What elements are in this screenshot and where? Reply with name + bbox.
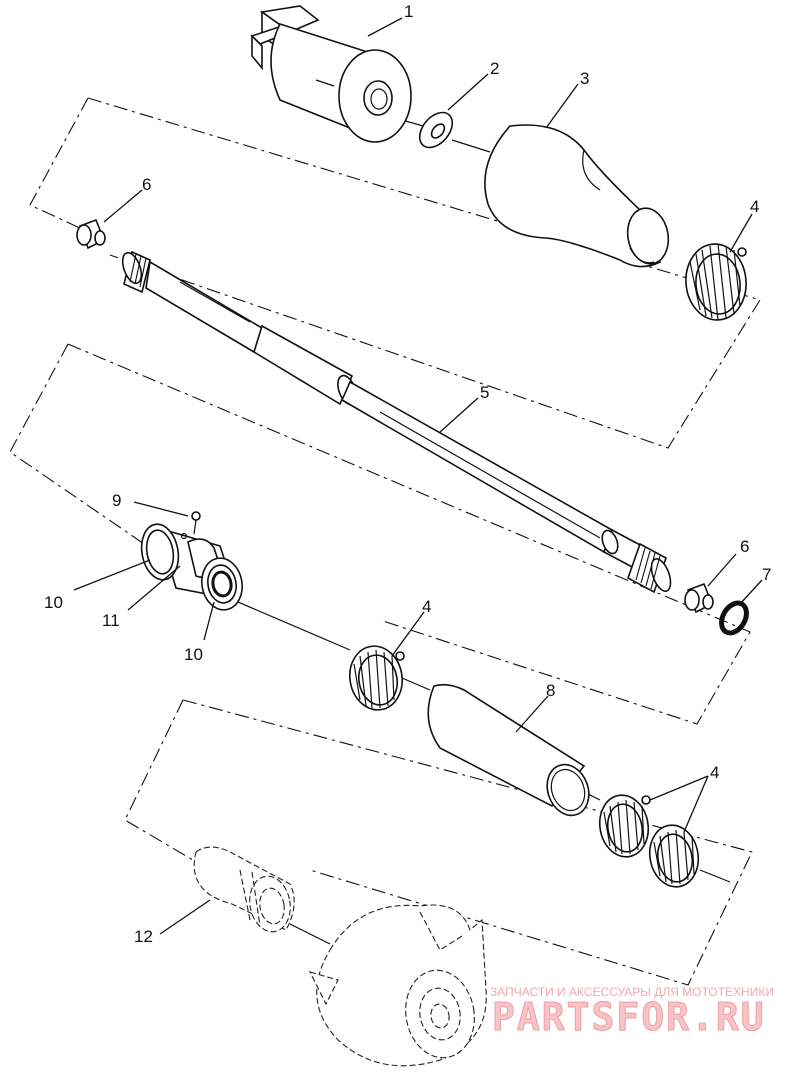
callout-8: 8 — [546, 681, 555, 700]
part-1-drive-coupler — [250, 5, 412, 143]
part-6-plug-upper — [76, 218, 106, 250]
callout-9: 9 — [112, 491, 121, 510]
callout-12: 12 — [134, 927, 153, 946]
callout-4-lower: 4 — [710, 763, 719, 782]
callout-labels: 1 2 3 4 6 5 6 7 9 10 11 10 4 8 4 12 — [44, 2, 771, 946]
callout-11: 11 — [102, 611, 120, 630]
part-4-hose-clamp-middle — [348, 645, 405, 711]
callout-6-upper: 6 — [142, 175, 151, 194]
callout-2: 2 — [490, 59, 499, 78]
callout-7: 7 — [762, 565, 771, 584]
part-10-bearing-right — [200, 557, 244, 611]
part-7-o-ring — [719, 600, 749, 636]
callout-10-right: 10 — [184, 645, 203, 664]
pump-housing-phantom — [289, 904, 487, 1067]
assembly-guide-lines — [9, 97, 761, 986]
callout-4-middle: 4 — [422, 597, 431, 616]
part-9-grease-fitting — [180, 511, 201, 540]
part-4-hose-clamp-lower-right — [648, 824, 700, 888]
part-3-boot — [484, 124, 670, 268]
watermark-logo: PARTSFOR.RU — [492, 995, 766, 1039]
part-2-washer — [418, 111, 454, 149]
part-8-tube-boot — [427, 683, 590, 817]
part-4-hose-clamp-lower-left — [598, 794, 651, 858]
leader-lines — [73, 17, 763, 935]
part-5-drive-shaft — [121, 250, 672, 594]
callout-5: 5 — [480, 383, 489, 402]
callout-3: 3 — [580, 69, 589, 88]
watermark-tagline: ЗАПЧАСТИ И АКСЕССУАРЫ ДЛЯ МОТОТЕХНИКИ — [490, 985, 774, 999]
callout-1: 1 — [404, 2, 413, 21]
part-12-impeller-shaft-phantom — [193, 846, 295, 933]
callout-4-top: 4 — [750, 197, 759, 216]
callout-6-lower: 6 — [740, 537, 749, 556]
part-4-hose-clamp-top — [685, 243, 747, 321]
watermark: ЗАПЧАСТИ И АКСЕССУАРЫ ДЛЯ МОТОТЕХНИКИ PA… — [490, 985, 774, 1040]
callout-10-left: 10 — [44, 593, 63, 612]
part-6-plug-lower — [684, 582, 714, 614]
